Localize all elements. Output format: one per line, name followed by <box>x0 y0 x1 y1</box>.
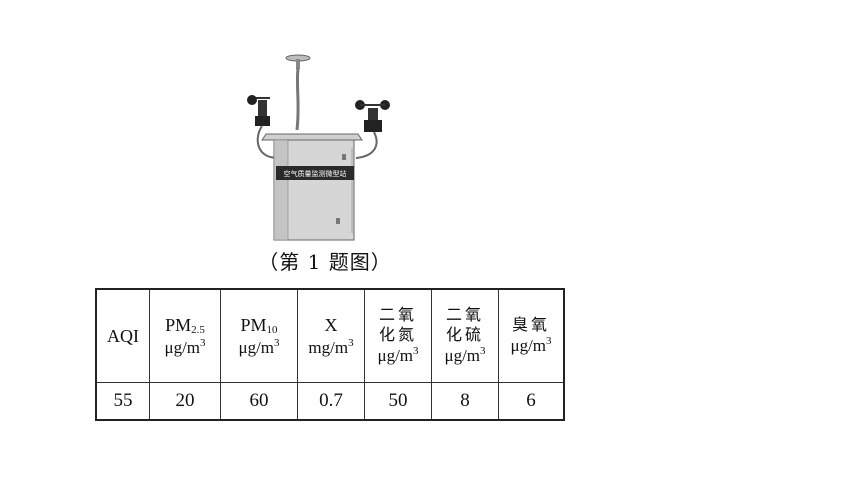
value-so2: 8 <box>431 382 499 421</box>
value-o3: 6 <box>498 382 565 421</box>
table-value-row: 55 20 60 0.7 50 8 6 <box>95 382 565 421</box>
monitoring-station-image: 空气质量监测微型站 <box>247 54 390 241</box>
header-o3: 臭氧 μg/m3 <box>498 288 565 383</box>
value-aqi: 55 <box>95 382 150 421</box>
station-label: 空气质量监测微型站 <box>284 169 347 178</box>
header-so2: 二氧 化硫 μg/m3 <box>431 288 499 383</box>
value-x: 0.7 <box>297 382 365 421</box>
header-pm10: PM10 μg/m3 <box>220 288 298 383</box>
header-aqi: AQI <box>95 288 150 383</box>
header-pm25: PM2.5 μg/m3 <box>149 288 221 383</box>
header-x: X mg/m3 <box>297 288 365 383</box>
air-quality-table: AQI PM2.5 μg/m3 PM10 μg/m3 X mg/m3 二氧 化氮… <box>95 288 565 421</box>
value-pm25: 20 <box>149 382 221 421</box>
value-no2: 50 <box>364 382 432 421</box>
value-pm10: 60 <box>220 382 298 421</box>
figure-caption: （第 1 题图） <box>258 250 392 274</box>
table-header-row: AQI PM2.5 μg/m3 PM10 μg/m3 X mg/m3 二氧 化氮… <box>95 288 565 383</box>
header-no2: 二氧 化氮 μg/m3 <box>364 288 432 383</box>
